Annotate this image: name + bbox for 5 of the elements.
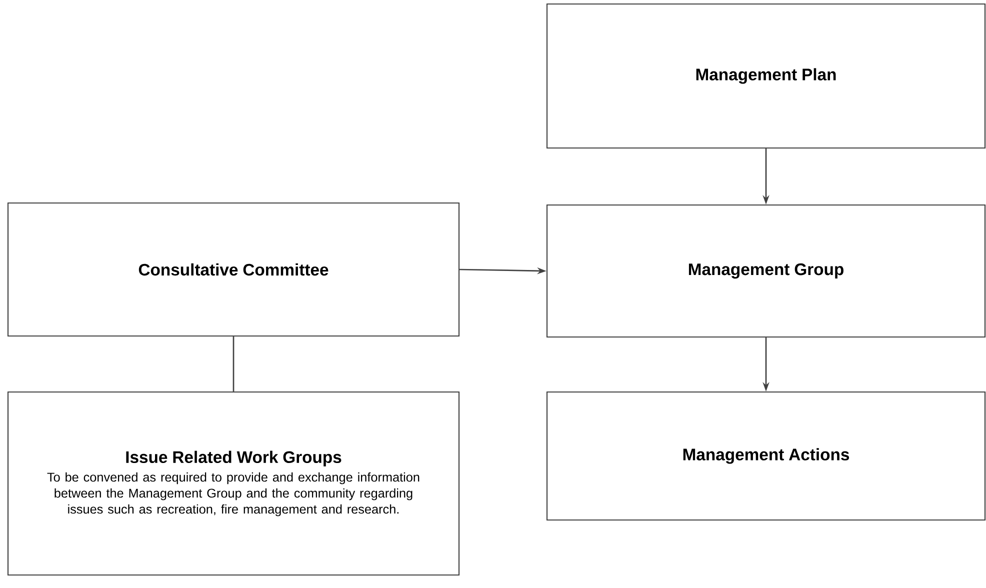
process-box: Issue Related Work Groups To be convened as required to provide and exchange information between the Management Group and the community regarding issues such as recreation, fire management and research.: [7, 391, 460, 576]
process-box: Management Group: [546, 204, 986, 338]
process-box: Management Actions: [546, 391, 986, 521]
process-box: Management Plan: [546, 3, 986, 149]
process-box: Consultative Committee: [7, 202, 460, 337]
